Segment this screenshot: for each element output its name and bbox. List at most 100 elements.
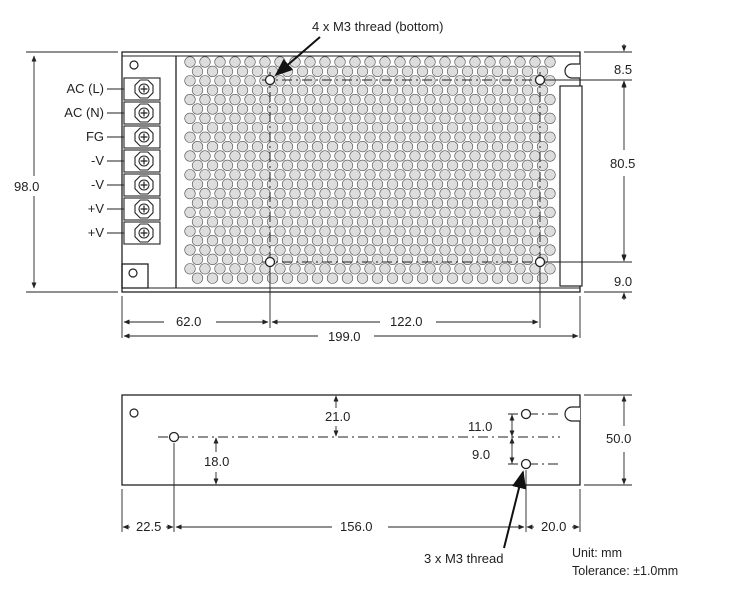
vent-hole — [206, 141, 219, 153]
thread-hole — [534, 74, 546, 86]
vent-hole — [229, 112, 241, 124]
vent-hole — [184, 188, 196, 200]
vent-hole — [206, 178, 219, 190]
vent-hole — [521, 178, 534, 190]
vent-hole — [281, 272, 294, 284]
vent-hole — [289, 244, 301, 256]
vent-hole — [319, 75, 331, 87]
vent-hole — [476, 178, 489, 190]
vent-hole — [334, 150, 346, 162]
vent-hole — [506, 253, 519, 265]
vent-hole — [236, 197, 249, 209]
vent-hole — [521, 65, 534, 77]
vent-hole — [349, 206, 361, 218]
vent-hole — [401, 84, 414, 96]
vent-hole — [304, 263, 316, 275]
vent-hole — [476, 253, 489, 265]
vent-hole — [491, 272, 504, 284]
vent-hole — [371, 235, 384, 247]
vent-hole — [364, 263, 376, 275]
vent-hole — [236, 235, 249, 247]
vent-hole — [469, 150, 481, 162]
vent-hole — [326, 272, 339, 284]
vent-hole — [356, 84, 369, 96]
vent-hole — [386, 272, 399, 284]
vent-hole — [386, 122, 399, 134]
vent-hole — [416, 216, 429, 228]
vent-hole — [431, 235, 444, 247]
vent-hole — [281, 84, 294, 96]
vent-hole — [266, 159, 279, 171]
vent-hole — [424, 56, 436, 68]
vent-hole — [514, 188, 526, 200]
vent-hole — [514, 225, 526, 237]
vent-hole — [529, 150, 541, 162]
vent-hole — [499, 75, 511, 87]
vent-hole — [296, 141, 309, 153]
vent-hole — [206, 235, 219, 247]
vent-hole — [184, 75, 196, 87]
vent-hole — [289, 112, 301, 124]
vent-hole — [431, 65, 444, 77]
vent-hole — [454, 131, 466, 143]
vent-hole — [349, 75, 361, 87]
vent-hole — [409, 244, 421, 256]
vent-hole — [386, 253, 399, 265]
vent-hole — [401, 159, 414, 171]
dim-side-hole-spacing-text: 156.0 — [340, 519, 373, 534]
dim-lower-offset-text: 9.0 — [472, 447, 490, 462]
vent-hole — [191, 159, 204, 171]
vent-hole — [296, 178, 309, 190]
vent-hole — [244, 93, 256, 106]
vent-hole — [499, 112, 511, 124]
vent-hole — [416, 122, 429, 134]
vent-hole — [326, 65, 339, 77]
vent-hole — [529, 56, 541, 68]
vent-hole — [439, 150, 451, 162]
vent-hole — [319, 112, 331, 124]
vent-hole — [439, 225, 451, 237]
vent-hole — [536, 84, 549, 96]
vent-hole — [536, 197, 549, 209]
vent-hole — [446, 216, 459, 228]
vent-hole — [506, 65, 519, 77]
vent-hole — [499, 169, 511, 181]
vent-hole — [206, 197, 219, 209]
vent-hole — [386, 216, 399, 228]
vent-hole — [334, 169, 346, 181]
vent-hole — [431, 103, 444, 115]
vent-hole — [416, 84, 429, 96]
vent-hole — [514, 263, 526, 275]
vent-hole — [536, 159, 549, 171]
vent-hole — [461, 103, 474, 115]
terminal-label-pos-v-1: +V — [88, 201, 105, 216]
vent-hole — [536, 141, 549, 153]
vent-hole — [214, 188, 226, 200]
vent-hole — [319, 150, 331, 162]
vent-hole — [386, 159, 399, 171]
vent-hole — [191, 235, 204, 247]
vent-hole — [461, 122, 474, 134]
vent-hole — [251, 178, 264, 190]
vent-hole — [244, 56, 256, 68]
terminal-label-pos-v-2: +V — [88, 225, 105, 240]
vent-hole — [484, 112, 496, 124]
vent-hole — [371, 141, 384, 153]
vent-hole — [221, 235, 234, 247]
vent-hole — [514, 112, 526, 124]
vent-hole — [364, 131, 376, 143]
vent-hole — [311, 84, 324, 96]
vent-hole — [499, 150, 511, 162]
vent-hole — [454, 75, 466, 87]
vent-hole — [529, 244, 541, 256]
vent-hole — [431, 159, 444, 171]
dim-left-offset-text: 62.0 — [176, 314, 201, 329]
vent-hole — [221, 197, 234, 209]
vent-hole — [349, 93, 361, 106]
vent-hole — [409, 263, 421, 275]
vent-hole — [476, 216, 489, 228]
vent-hole — [281, 141, 294, 153]
vent-hole — [529, 112, 541, 124]
vent-hole — [229, 169, 241, 181]
vent-hole — [424, 93, 436, 106]
